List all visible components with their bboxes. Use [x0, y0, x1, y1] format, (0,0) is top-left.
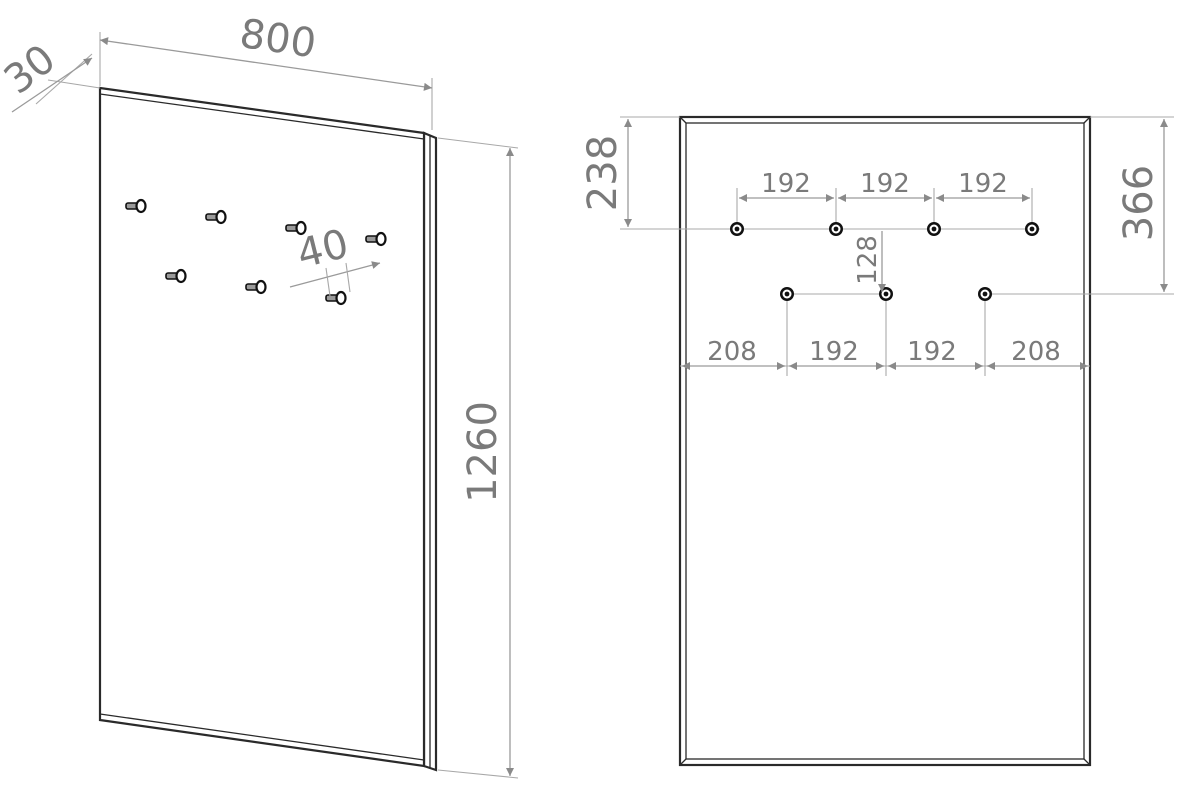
hook-iso: [245, 279, 267, 295]
dimension-depth: 30: [0, 36, 101, 113]
hook-iso: [365, 231, 387, 247]
hook-iso: [285, 220, 307, 236]
dimension-label-lower-1: 208: [707, 337, 757, 367]
hook-front: [829, 222, 843, 236]
hooks-front-group: [730, 222, 1039, 301]
hook-iso: [125, 198, 147, 214]
dimension-label-128: 128: [853, 235, 883, 285]
dimension-label-366: 366: [1116, 165, 1162, 241]
dimension-label-upper-1: 192: [761, 169, 811, 199]
dimension-top-to-lower-row: 366: [1116, 119, 1168, 292]
hook-iso: [205, 209, 227, 225]
dimension-label-upper-3: 192: [958, 169, 1008, 199]
dimension-label-238: 238: [580, 135, 626, 211]
hooks-iso-group: [125, 198, 387, 306]
panel-front-outline: [678, 115, 1092, 767]
dimension-label-lower-4: 208: [1011, 337, 1061, 367]
hook-iso: [325, 290, 347, 306]
dimension-label-lower-2: 192: [809, 337, 859, 367]
dimension-label-height: 1260: [460, 401, 506, 503]
dimension-row-gap: 128: [853, 231, 886, 292]
front-view: 238 366 128 192 192 192 208 192: [580, 115, 1174, 767]
dimension-top-to-upper-row: 238: [580, 119, 632, 227]
panel-bevel-line: [99, 713, 425, 761]
panel-front-bevel: [685, 122, 1085, 760]
panel-bevel-line: [99, 93, 425, 140]
panel-front-face: [98, 86, 426, 768]
hook-front: [927, 222, 941, 236]
hook-front: [730, 222, 744, 236]
hook-iso: [165, 268, 187, 284]
dimension-label-depth: 30: [0, 36, 64, 104]
dimension-label-lower-3: 192: [907, 337, 957, 367]
dimension-label-width: 800: [237, 11, 319, 67]
hook-front: [879, 287, 893, 301]
dimension-upper-spacing: 192 192 192: [739, 169, 1030, 202]
dimension-width: 800: [99, 11, 433, 130]
hook-front: [1025, 222, 1039, 236]
dimension-lower-spacing: 208 192 192 208: [682, 337, 1088, 370]
dimension-height: 1260: [437, 137, 519, 779]
hook-front: [978, 287, 992, 301]
perspective-view: 800 30 1260 40: [0, 11, 519, 779]
dimension-label-upper-2: 192: [860, 169, 910, 199]
hook-front: [780, 287, 794, 301]
